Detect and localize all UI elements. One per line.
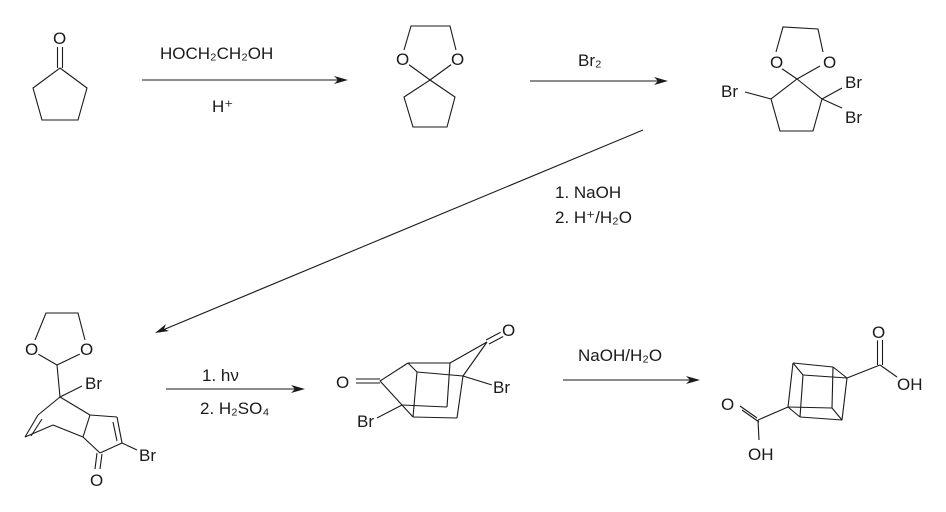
atom-bromine: Br [845, 108, 862, 127]
cyclopentanone-ethylene-ketal: O O [394, 25, 467, 128]
reagent-bromine: Br₂ [578, 51, 602, 70]
atom-bromine: Br [493, 378, 510, 397]
reaction-arrow-4: 1. hν 2. H₂SO₄ [166, 366, 305, 418]
reagent-naoh-water: NaOH/H₂O [578, 346, 662, 365]
reagent-photolysis: 1. hν [202, 366, 239, 385]
reagent-ethylene-glycol: HOCH₂CH₂OH [160, 44, 273, 63]
atom-oxygen: O [721, 395, 734, 414]
atom-oxygen: O [823, 53, 836, 72]
reagent-sulfuric-acid: 2. H₂SO₄ [200, 399, 269, 418]
atom-oxygen: O [396, 50, 409, 69]
atom-oxygen: O [451, 50, 464, 69]
atom-oxygen: O [80, 340, 93, 359]
atom-oxygen: O [25, 340, 38, 359]
diels-alder-adduct: O O Br Br O [23, 312, 159, 493]
reagent-acid: H⁺ [212, 97, 233, 116]
atom-oxygen: O [336, 373, 349, 392]
atom-oxygen: O [53, 29, 66, 48]
reaction-arrow-5: NaOH/H₂O [563, 346, 700, 384]
atom-oxygen: O [872, 323, 885, 342]
reagent-step-3-line1: 1. NaOH [555, 183, 621, 202]
reaction-arrow-1: HOCH₂CH₂OH H⁺ [142, 44, 348, 116]
hydroxyl-group: OH [748, 445, 774, 464]
reaction-arrow-2: Br₂ [530, 51, 668, 85]
cyclopentanone: O [32, 27, 88, 121]
atom-bromine: Br [357, 412, 374, 431]
atom-oxygen: O [770, 53, 783, 72]
hydroxyl-group: OH [897, 375, 923, 394]
atom-bromine: Br [845, 73, 862, 92]
atom-bromine: Br [85, 374, 102, 393]
reagent-step-3-line2: 2. H⁺/H₂O [555, 208, 632, 227]
atom-oxygen: O [90, 471, 103, 490]
cubane-dicarboxylic-acid: O OH O OH [719, 321, 926, 467]
atom-oxygen: O [502, 321, 515, 340]
atom-bromine: Br [139, 446, 156, 465]
cage-dibromodiketone: O O Br Br [334, 319, 518, 434]
reaction-arrow-3: 1. NaOH 2. H⁺/H₂O [155, 129, 644, 333]
tribromo-ketal: O O Br Br Br [719, 26, 865, 132]
atom-bromine: Br [721, 82, 738, 101]
